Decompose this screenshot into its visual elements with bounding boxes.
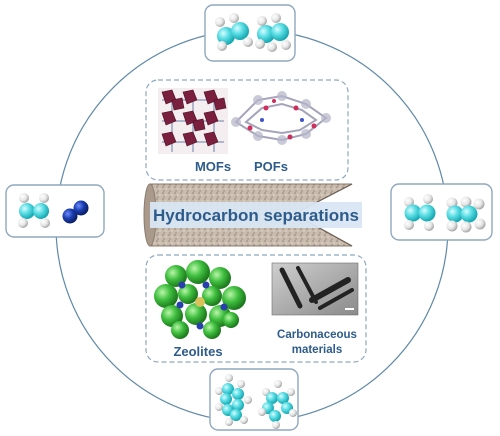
carbonaceous-label-line2: materials bbox=[292, 344, 343, 356]
propylene-propane-molecules-icon bbox=[404, 194, 486, 233]
porous-materials-panel: Zeolites Carbonaceous materials bbox=[145, 254, 367, 363]
bottom-molecule-box bbox=[209, 368, 299, 431]
ethylene-ethane-molecules-icon bbox=[215, 13, 291, 52]
pofs-label: POFs bbox=[254, 159, 288, 174]
ethylene-nitrogen-molecules-icon bbox=[18, 193, 89, 228]
left-molecule-box bbox=[5, 184, 105, 238]
carbonaceous-label-line1: Carbonaceous bbox=[277, 329, 357, 341]
pof-structure-image bbox=[231, 91, 331, 145]
top-molecule-box bbox=[204, 4, 296, 62]
mof-structure-image bbox=[158, 88, 228, 154]
zeolite-structure-image bbox=[154, 260, 246, 339]
title-banner: Hydrocarbon separations bbox=[150, 202, 362, 228]
carbonaceous-tem-image bbox=[271, 262, 359, 316]
aromatic-molecules-icon bbox=[215, 374, 297, 429]
right-molecule-box bbox=[390, 183, 493, 241]
mofs-label: MOFs bbox=[195, 159, 231, 174]
diagram-title: Hydrocarbon separations bbox=[153, 206, 359, 225]
zeolites-label: Zeolites bbox=[173, 344, 222, 359]
framework-materials-panel: MOFs POFs bbox=[145, 79, 349, 181]
